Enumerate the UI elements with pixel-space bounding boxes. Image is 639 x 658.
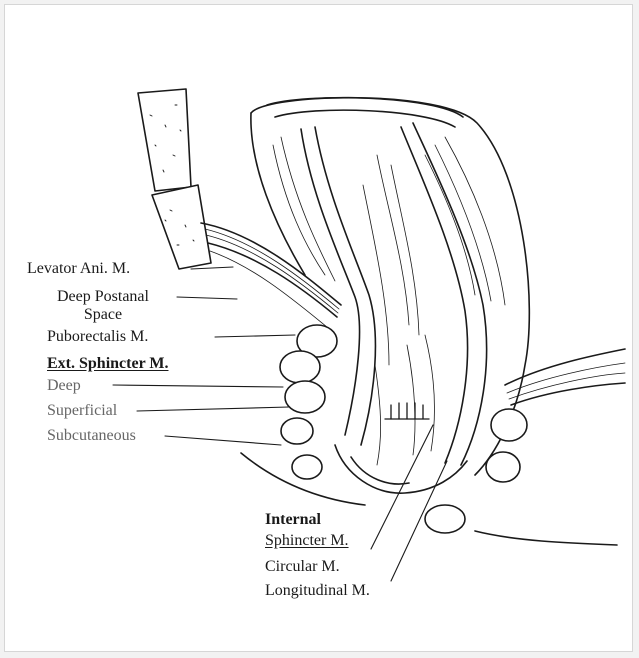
label-levator-ani: Levator Ani. M. <box>27 260 130 278</box>
label-subcutaneous: Subcutaneous <box>47 427 136 445</box>
label-deep: Deep <box>47 377 81 395</box>
external-sphincter-bundles <box>280 325 337 479</box>
label-deep-postanal-line1: Deep Postanal <box>33 288 173 306</box>
label-deep-postanal-space: Deep Postanal Space <box>33 288 173 324</box>
label-internal: Internal <box>265 511 321 529</box>
figure-frame: Levator Ani. M. Deep Postanal Space Pubo… <box>4 4 633 652</box>
right-levator <box>505 349 625 405</box>
anal-columns <box>385 403 429 419</box>
label-superficial: Superficial <box>47 402 117 420</box>
label-ext-sphincter: Ext. Sphincter M. <box>47 355 168 373</box>
label-deep-postanal-line2: Space <box>33 306 173 324</box>
label-longitudinal-m: Longitudinal M. <box>265 582 370 600</box>
label-puborectalis: Puborectalis M. <box>47 328 148 346</box>
label-circular-m: Circular M. <box>265 558 340 576</box>
levator-ani-muscle <box>201 223 341 327</box>
coccyx-bone <box>138 89 211 269</box>
label-sphincter-m: Sphincter M. <box>265 532 349 550</box>
